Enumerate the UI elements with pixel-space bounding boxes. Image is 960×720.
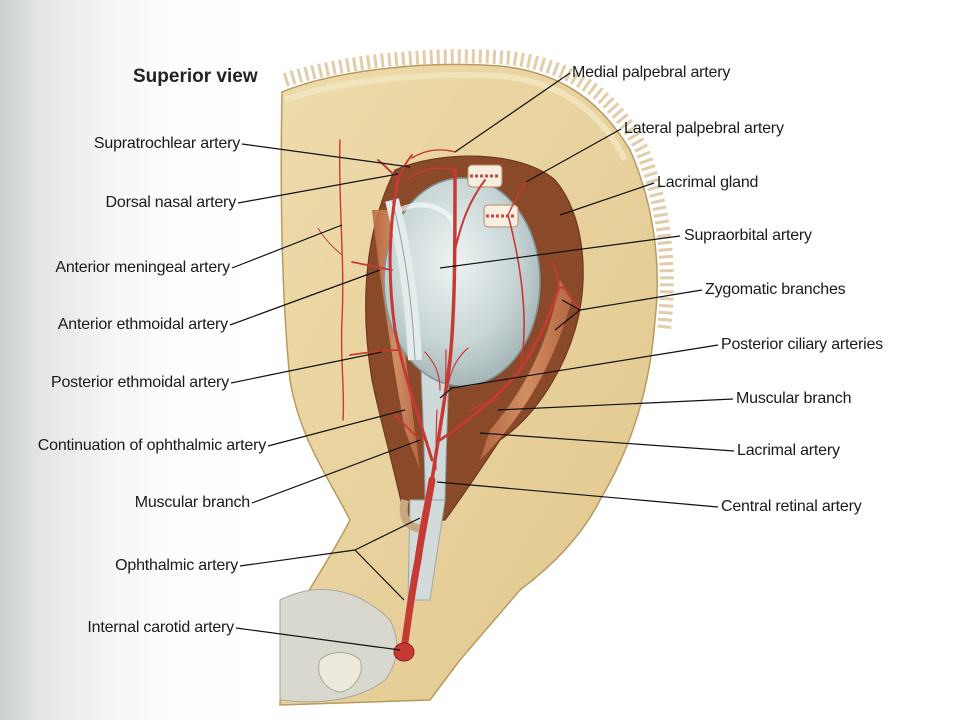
label-zygomatic-branches: Zygomatic branches xyxy=(705,281,846,298)
label-posterior-ethmoidal-artery: Posterior ethmoidal artery xyxy=(51,374,229,391)
label-muscular-branch-right: Muscular branch xyxy=(736,390,852,407)
label-central-retinal-artery: Central retinal artery xyxy=(721,498,862,515)
label-medial-palpebral-artery: Medial palpebral artery xyxy=(572,64,731,81)
posterior-ciliary-vessels xyxy=(424,347,469,396)
label-internal-carotid-artery: Internal carotid artery xyxy=(87,619,234,636)
anterior-ethmoidal-vessel xyxy=(351,261,393,271)
label-dorsal-nasal-artery: Dorsal nasal artery xyxy=(105,194,237,211)
lateral-rectus-muscle xyxy=(480,280,572,460)
skull-rim xyxy=(282,49,674,331)
anterior-meningeal-vessel xyxy=(338,139,345,421)
ophthalmic-artery-vessel xyxy=(430,168,457,482)
figure-title: Superior view xyxy=(133,66,258,87)
label-posterior-ciliary-arteries: Posterior ciliary arteries xyxy=(721,336,883,353)
label-supraorbital-artery: Supraorbital artery xyxy=(684,227,812,244)
label-anterior-ethmoidal-artery: Anterior ethmoidal artery xyxy=(57,316,228,333)
label-lacrimal-gland: Lacrimal gland xyxy=(657,174,759,191)
label-muscular-branch-left: Muscular branch xyxy=(134,494,250,511)
label-ophthalmic-artery: Ophthalmic artery xyxy=(115,557,238,574)
label-continuation-ophthalmic-artery: Continuation of ophthalmic artery xyxy=(37,437,266,454)
posterior-ethmoidal-vessel xyxy=(349,349,401,356)
label-lateral-palpebral-artery: Lateral palpebral artery xyxy=(624,120,784,137)
label-lacrimal-artery: Lacrimal artery xyxy=(737,442,840,459)
internal-carotid-artery-vessel xyxy=(400,476,436,654)
leader-lines xyxy=(229,72,735,651)
label-anterior-meningeal-artery: Anterior meningeal artery xyxy=(55,259,230,276)
label-supratrochlear-artery: Supratrochlear artery xyxy=(93,135,240,152)
